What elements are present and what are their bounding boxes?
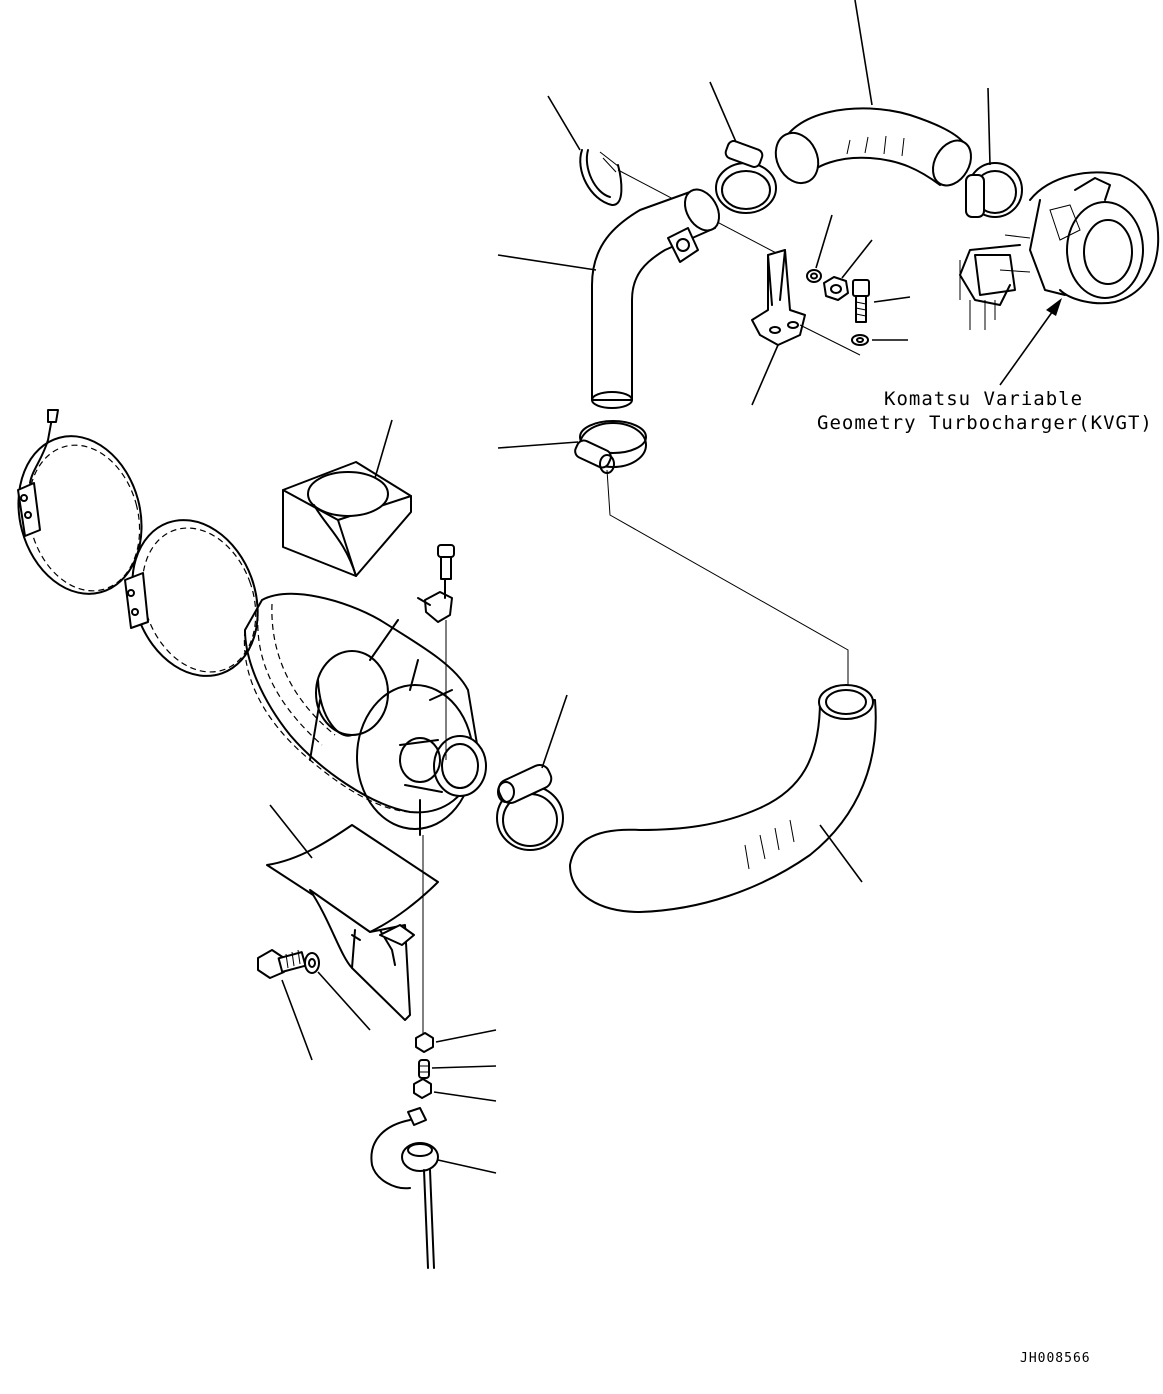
annotation-line-1: Komatsu Variable (884, 388, 1083, 410)
turbocharger-illustration (959, 171, 1160, 330)
restriction-sensor (370, 1107, 497, 1269)
hose-clamp-upper-left (709, 81, 777, 214)
bracket-fasteners (806, 214, 911, 346)
annotation-line-2: Geometry Turbocharger(KVGT) (817, 412, 1153, 434)
dust-deflector (266, 804, 439, 1021)
turbocharger-pointer (999, 298, 1062, 386)
service-indicator-fitting (417, 544, 455, 760)
indicator-fittings (413, 835, 497, 1102)
tube-bracket (751, 249, 861, 406)
foam-block (282, 419, 412, 577)
hose-clamp-upper-right (965, 87, 1023, 218)
mounting-bolt-lower (257, 949, 371, 1061)
upper-elbow-hose (774, 0, 972, 187)
hose-clamp-middle (497, 420, 849, 685)
intake-tube-upper (497, 188, 721, 409)
intake-hose-lower (569, 684, 877, 913)
inner-band-clamp (124, 519, 259, 677)
outer-band-clamp (17, 409, 143, 595)
hose-clamp-lower (496, 694, 568, 851)
drawing-code: JH008566 (1020, 1351, 1091, 1366)
air-cleaner-housing (243, 592, 487, 836)
